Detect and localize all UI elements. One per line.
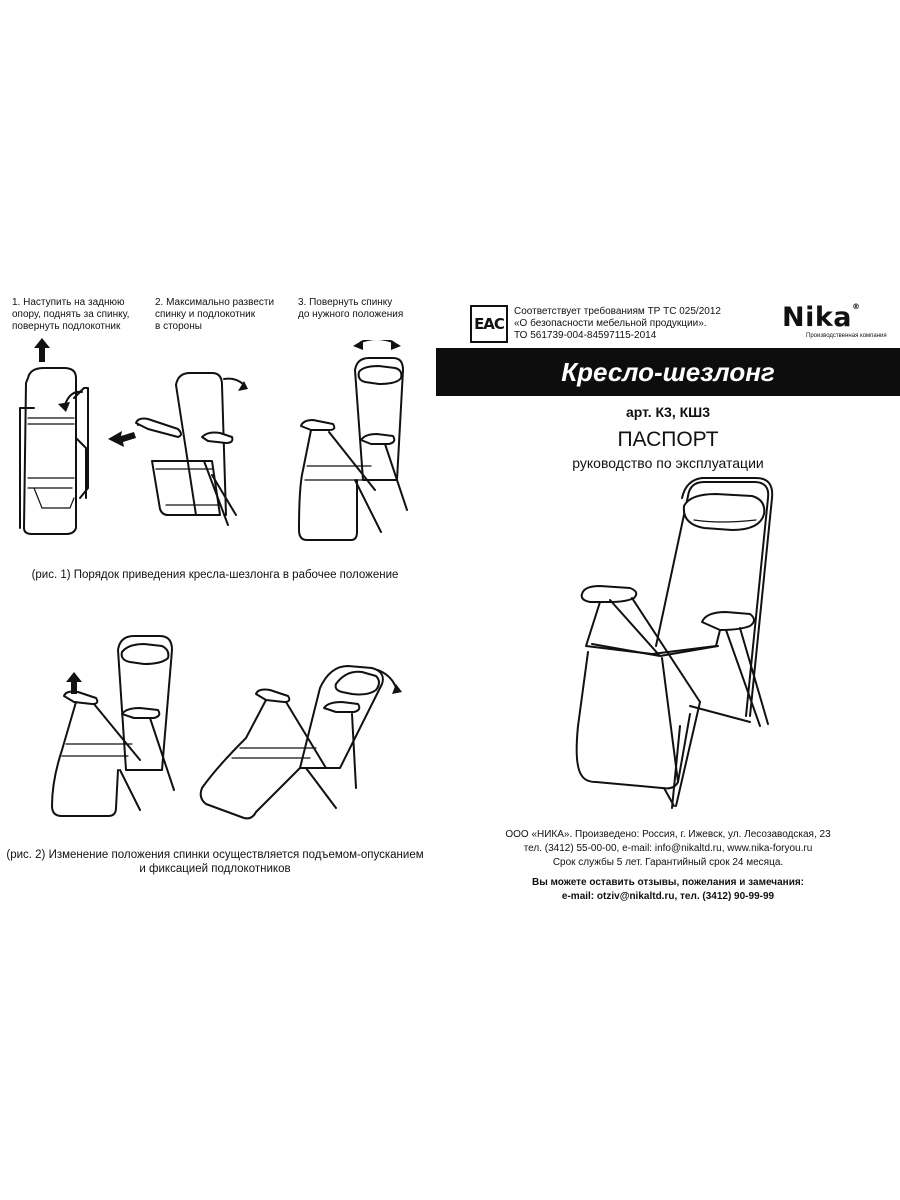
nika-logo: Nika® Производственная компания — [782, 302, 892, 339]
arrow-rotate-icon — [353, 340, 401, 350]
arrow-up-icon — [66, 672, 82, 694]
chair-armrest-raise-illustration — [51, 635, 175, 817]
certification-text: Соответствует требованиям ТР ТС 025/2012… — [514, 306, 721, 341]
product-title-bar: Кресло-шезлонг — [436, 348, 900, 396]
chair-reclined-illustration — [199, 665, 402, 820]
figure-1-caption: (рис. 1) Порядок приведения кресла-шезло… — [31, 569, 399, 581]
step-2-text: 2. Максимально развести спинку и подлоко… — [155, 297, 275, 332]
manual-label: руководство по эксплуатации — [572, 455, 764, 471]
brand-tagline: Производственная компания — [806, 333, 887, 339]
step-3-text: 3. Повернуть спинку до нужного положения — [298, 297, 404, 320]
arrow-left-icon — [108, 431, 136, 447]
product-title: Кресло-шезлонг — [561, 356, 775, 387]
feedback-info: Вы можете оставить отзывы, пожелания и з… — [531, 877, 805, 902]
company-info: ООО «НИКА». Произведено: Россия, г. Ижев… — [505, 829, 831, 868]
arrow-down-icon — [392, 684, 402, 694]
passport-label: ПАСПОРТ — [617, 428, 719, 451]
registered-mark: ® — [852, 302, 861, 311]
folded-chair-illustration — [19, 338, 89, 535]
brand-name: Nika — [782, 302, 853, 333]
figure-2-caption: (рис. 2) Изменение положения спинки осущ… — [6, 849, 424, 875]
rotate-arrow-icon — [58, 402, 70, 412]
article-number: арт. К3, КШ3 — [625, 404, 711, 420]
unfolding-chair-illustration — [108, 372, 248, 526]
step-1-text: 1. Наступить на заднюю опору, поднять за… — [12, 297, 130, 332]
chair-working-position-illustration — [298, 340, 408, 541]
arrow-right-icon — [238, 381, 248, 391]
arrow-up-icon — [34, 338, 50, 362]
eac-mark: EAC — [470, 305, 508, 343]
chair-main-illustration — [575, 477, 774, 809]
